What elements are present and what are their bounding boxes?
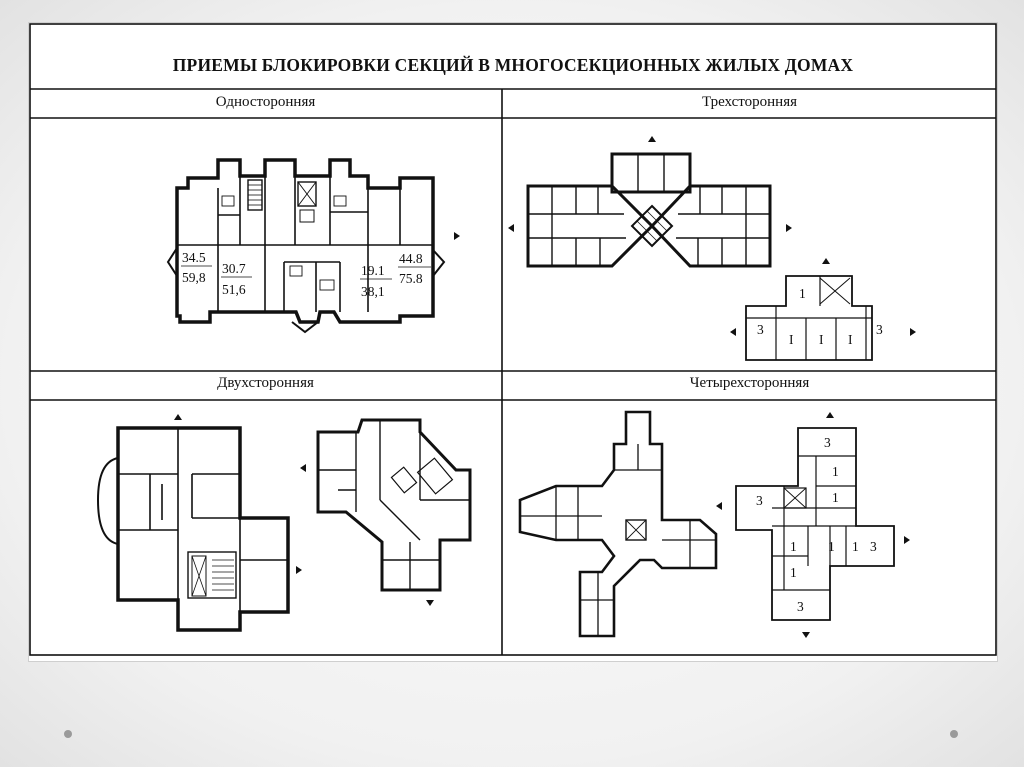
area-label: 59,8 xyxy=(182,270,206,285)
scheme-cell-label: 3 xyxy=(757,322,764,337)
scheme-three-labels: 1 3 I I I 3 xyxy=(757,286,883,347)
area-label: 44.8 xyxy=(399,251,423,266)
area-label: 51,6 xyxy=(222,282,246,297)
label-one-sided: Односторонняя xyxy=(215,94,316,110)
plan-one-sided xyxy=(166,158,460,334)
area-labels: 34.5 59,8 30.7 51,6 19.1 38,1 44.8 75.8 xyxy=(181,250,431,299)
scheme-cell-label: 3 xyxy=(876,322,883,337)
area-label: 19.1 xyxy=(361,263,385,278)
figure-title: ПРИЕМЫ БЛОКИРОВКИ СЕКЦИЙ В МНОГОСЕКЦИОНН… xyxy=(172,55,854,75)
area-label: 30.7 xyxy=(222,261,246,276)
scheme-cell-label: 1 xyxy=(799,286,806,301)
scheme-cell-label: I xyxy=(819,332,824,347)
scheme-cell-label: 3 xyxy=(756,493,763,508)
nav-dot-left xyxy=(64,730,72,738)
scheme-cell-label: I xyxy=(848,332,853,347)
scheme-cell-label: 1 xyxy=(852,539,859,554)
area-label: 75.8 xyxy=(399,271,423,286)
scheme-cell-label: 1 xyxy=(828,539,835,554)
scheme-cell-label: 3 xyxy=(797,599,804,614)
scheme-cell-label: I xyxy=(789,332,794,347)
nav-dot-right xyxy=(950,730,958,738)
plan-three-sided xyxy=(508,136,792,268)
area-label: 34.5 xyxy=(182,250,206,265)
label-two-sided: Двухсторонняя xyxy=(217,375,314,391)
scheme-cell-label: 3 xyxy=(824,435,831,450)
scheme-cell-label: 1 xyxy=(832,464,839,479)
scheme-cell-label: 1 xyxy=(832,490,839,505)
scheme-cell-label: 1 xyxy=(790,539,797,554)
label-three-sided: Трехсторонняя xyxy=(702,94,797,110)
figure-frame xyxy=(29,23,997,656)
plan-four-sided xyxy=(518,410,718,638)
area-label: 38,1 xyxy=(361,284,385,299)
label-four-sided: Четырехсторонняя xyxy=(689,375,810,391)
plan-two-sided xyxy=(96,414,472,632)
scheme-four-sided xyxy=(716,412,910,638)
scheme-three-sided xyxy=(730,258,916,361)
scheme-cell-label: 3 xyxy=(870,539,877,554)
scheme-four-labels: 3 3 3 3 1 1 1 1 1 1 xyxy=(756,435,877,614)
scheme-cell-label: 1 xyxy=(790,565,797,580)
